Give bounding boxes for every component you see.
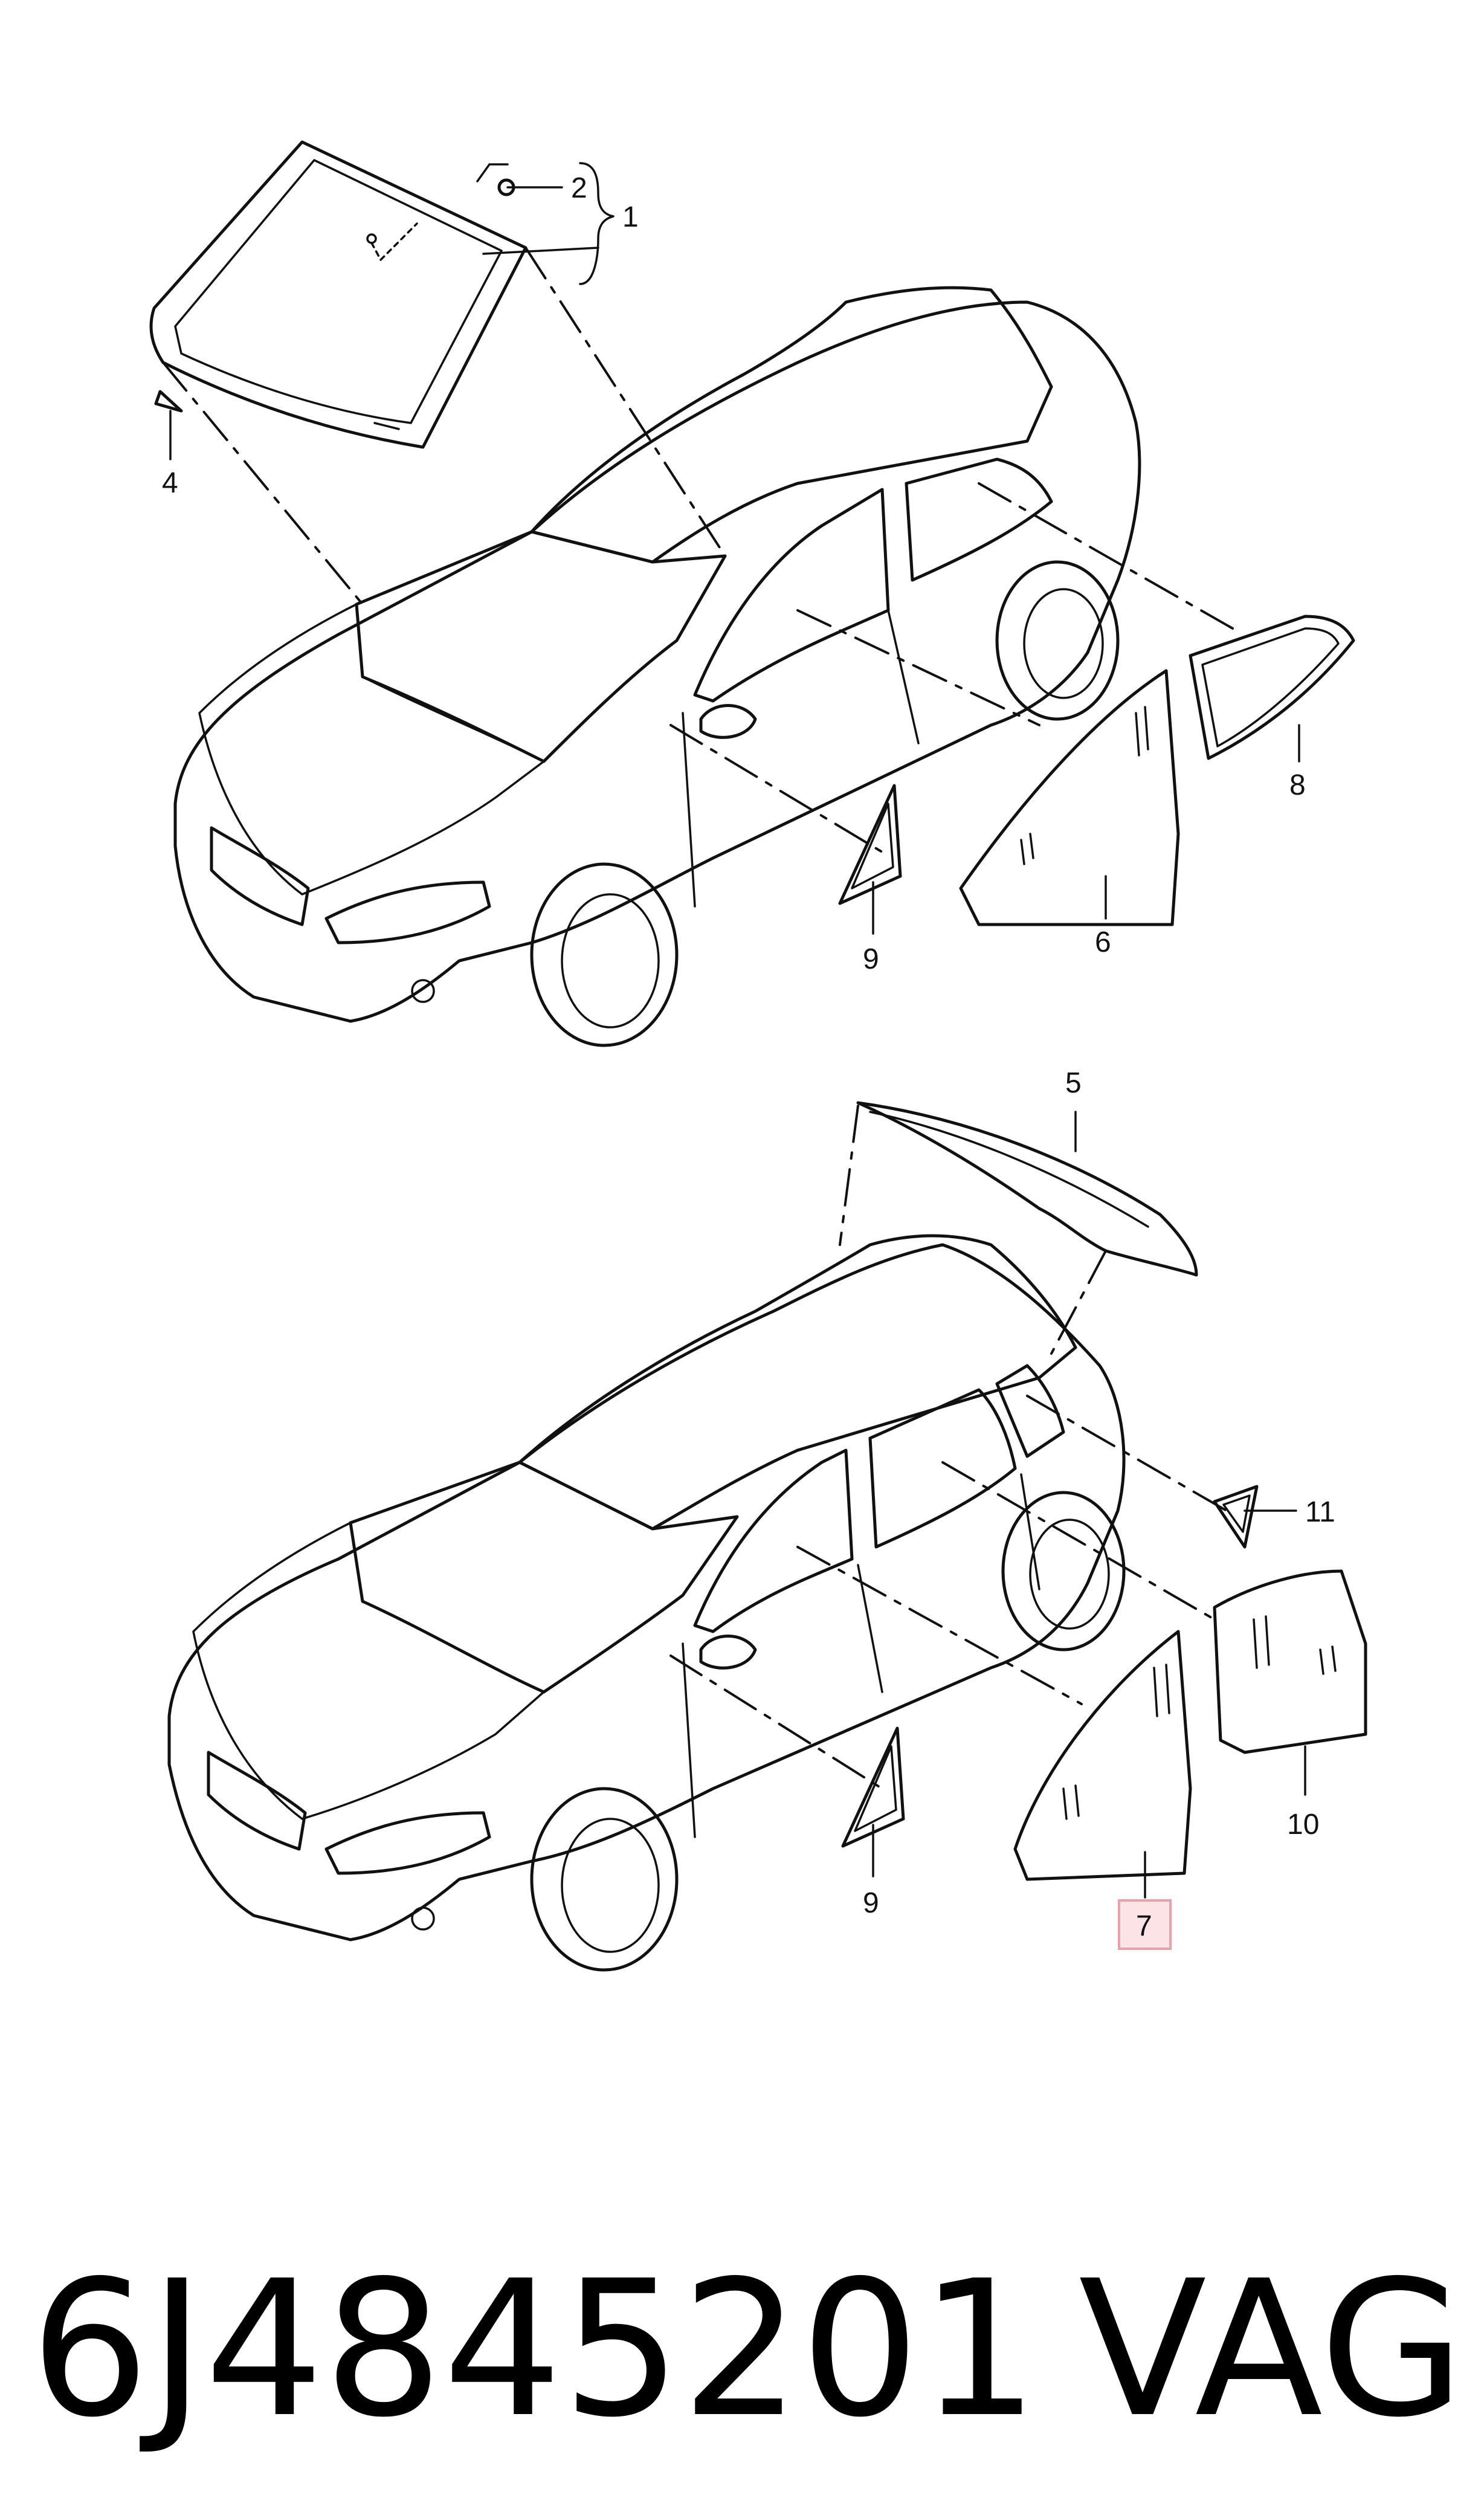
part-5-inner: [869, 1111, 1149, 1228]
top-car-front-rim: [561, 893, 660, 1028]
bottom-car-rear-wheel: [1001, 1491, 1126, 1651]
callout-8: 8: [1289, 769, 1306, 801]
part-8-inner: [1201, 627, 1340, 747]
top-callouts: 2 1 4 6 8 9: [162, 162, 1306, 975]
part-8-quarter-glass: [1189, 615, 1355, 760]
callout-10: 10: [1287, 1809, 1319, 1841]
bottom-car-fog-light: [411, 1906, 435, 1931]
dash-triangle-top: [669, 724, 883, 853]
top-car-front-wheel: [530, 862, 679, 1047]
bottom-car-roof: [518, 1234, 1077, 1531]
bottom-car-rear-rim: [1029, 1519, 1110, 1630]
bottom-car-front-wheel: [530, 1787, 679, 1972]
top-connectors: [162, 247, 1234, 853]
part-6-door-glass: [959, 669, 1180, 926]
top-car-body: [173, 300, 1141, 1023]
windshield-sensor-dot: [366, 233, 377, 244]
top-parts: [149, 140, 1355, 926]
top-car-fog-light: [411, 979, 435, 1003]
top-car-rear-window: [905, 457, 1053, 582]
bottom-car-rear-door-window: [868, 1388, 1017, 1549]
top-car-roof: [530, 286, 1053, 564]
callout-9-top: 9: [863, 943, 879, 975]
dash-windshield-right: [524, 247, 726, 557]
bottom-callouts: 5 11 10 9 7: [863, 1067, 1335, 1950]
footer-brand: VAG: [1079, 2241, 1465, 2459]
part-9-inner-bottom: [854, 1745, 897, 1832]
callout-11: 11: [1305, 1496, 1335, 1528]
dash-quarter-triangle: [1026, 1395, 1228, 1512]
top-car-grille: [210, 826, 310, 926]
bottom-parts: [841, 1101, 1367, 1881]
bottom-car-headlight: [324, 1811, 491, 1875]
top-car-mirror: [699, 704, 757, 739]
part-4-wedge: [154, 390, 183, 413]
bottom-car-body: [167, 1243, 1126, 1942]
callout-4: 4: [162, 467, 178, 499]
part-windshield-1-inner: [174, 159, 503, 424]
dash-rear-window-left: [839, 1105, 859, 1246]
dash-rear-window-right: [1050, 1250, 1107, 1355]
bottom-car-windshield: [349, 1461, 739, 1694]
part-5-rear-window: [856, 1101, 1198, 1277]
part-7-marks: [1062, 1664, 1170, 1820]
highlight-box-7: [1118, 1899, 1172, 1950]
top-car-rear-rim: [1023, 588, 1104, 699]
bottom-car: [167, 1234, 1126, 1972]
top-car-hood: [198, 603, 545, 896]
callout-6: 6: [1095, 926, 1111, 958]
bottom-car-hood: [192, 1522, 545, 1820]
bottom-car-mirror: [699, 1635, 757, 1670]
top-car-door-window: [693, 488, 890, 703]
part-11-inner: [1222, 1494, 1251, 1533]
dash-triangle-bottom: [669, 1654, 883, 1790]
bottom-car-front-rim: [561, 1818, 660, 1953]
windshield-tab: [373, 422, 400, 430]
callout-1: 1: [622, 201, 639, 233]
part-9-triangle-top: [838, 784, 902, 905]
part-windshield-1: [149, 140, 527, 449]
top-car-windshield: [355, 530, 727, 763]
top-car: [173, 286, 1141, 1047]
part-6-marks: [1020, 706, 1149, 865]
footer: 6J4845201 VAG: [30, 2241, 1465, 2459]
callout-7: 7: [1136, 1910, 1152, 1942]
sensor-leader: [370, 222, 418, 261]
part-11-triangle: [1213, 1485, 1259, 1549]
dash-door: [796, 609, 1040, 726]
bottom-car-grille: [207, 1751, 307, 1851]
brace-1: [476, 162, 615, 285]
dash-windshield-left: [162, 361, 364, 605]
part-9-inner-top: [851, 802, 894, 889]
dash-front-door: [796, 1546, 1083, 1705]
part-7-front-door-glass: [1013, 1630, 1192, 1881]
dash-quarter: [978, 482, 1234, 630]
bottom-car-front-door-window: [693, 1448, 854, 1633]
bottom-car-door-lines: [682, 1473, 1040, 1838]
top-car-headlight: [324, 880, 491, 944]
part-10-rear-door-glass: [1213, 1569, 1367, 1754]
callout-2: 2: [571, 172, 587, 204]
callout-5: 5: [1065, 1067, 1082, 1099]
top-car-rear-wheel: [995, 560, 1120, 721]
top-car-door-line: [682, 609, 920, 908]
part-10-marks: [1253, 1615, 1337, 1675]
dash-rear-door: [941, 1461, 1216, 1621]
bottom-car-quarter-window: [995, 1364, 1065, 1458]
bottom-connectors: [669, 1105, 1228, 1790]
callout-9-bottom: 9: [863, 1887, 879, 1919]
footer-part-number: 6J4845201: [30, 2241, 1039, 2459]
